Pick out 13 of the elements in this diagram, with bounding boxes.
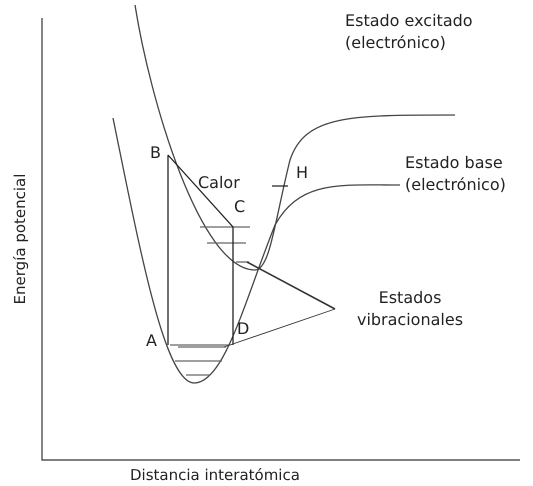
point-label: A — [146, 330, 157, 352]
callout-text: Estados vibracionales — [335, 287, 485, 331]
point-label: H — [296, 162, 308, 184]
leader-line — [224, 308, 336, 348]
axis-title: Distancia interatómica — [130, 465, 300, 486]
point-label: B — [150, 142, 161, 164]
point-label: C — [234, 196, 246, 218]
point-label: D — [237, 318, 250, 340]
axis-title: Energía potencial — [10, 172, 30, 306]
process-label: Calor — [198, 172, 240, 194]
curve-label: Estado excitado (electrónico) — [345, 10, 474, 54]
leader-line — [246, 261, 336, 310]
curve-label: Estado base (electrónico) — [405, 152, 507, 196]
